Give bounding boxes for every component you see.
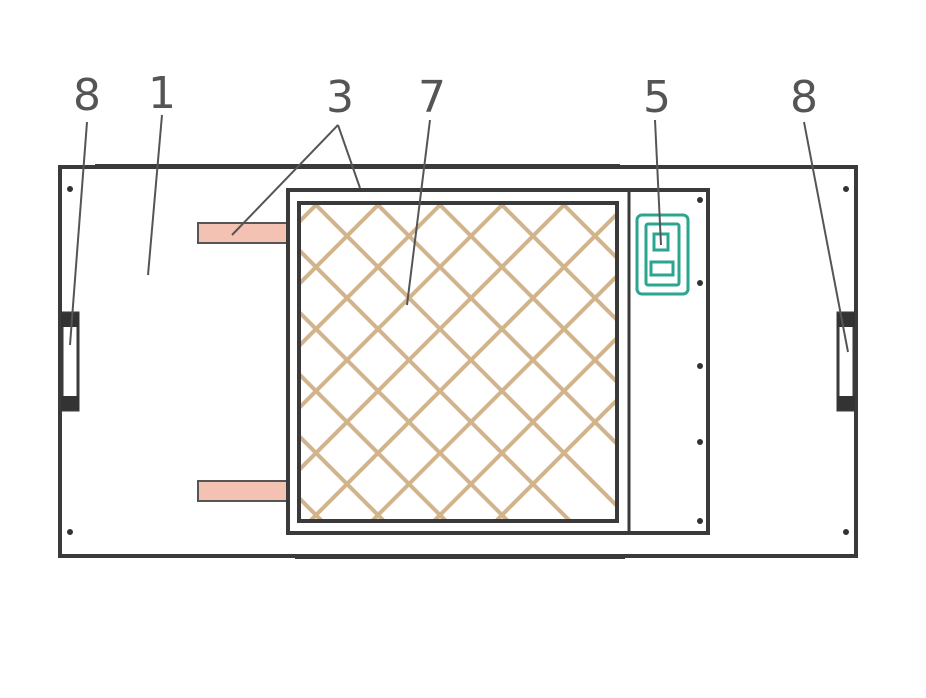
leader-rail-lower [337, 124, 361, 189]
callout-left-handle: 8 [73, 70, 101, 121]
leader-lines [69, 114, 849, 353]
mesh-line-up [0, 0, 220, 605]
inner-module-frame [286, 188, 710, 535]
right-handle [836, 311, 856, 412]
mesh-line-up [495, 399, 615, 519]
leader-right-handle [803, 121, 849, 353]
leader-housing [147, 114, 163, 276]
mesh-line-down [0, 0, 220, 605]
mesh-line-up [309, 213, 615, 519]
callout-housing: 1 [148, 68, 176, 119]
mesh-line-up [371, 275, 615, 519]
callout-right-handle: 8 [790, 72, 818, 123]
mesh-line-up [0, 0, 468, 605]
outer-housing [58, 164, 858, 559]
lower-rail [197, 480, 289, 502]
mesh-line-down [288, 0, 926, 605]
mesh-line-down [301, 249, 571, 519]
upper-rail [197, 222, 289, 244]
mesh-line-up [0, 0, 282, 605]
left-handle [60, 311, 80, 412]
mesh-line-down [313, 205, 615, 507]
leader-left-handle [69, 121, 88, 346]
leader-filter [406, 119, 431, 306]
leader-switch [654, 119, 662, 246]
mesh-line-up [301, 205, 319, 223]
housing-screw-holes [67, 186, 849, 535]
callout-rails: 3 [326, 72, 354, 123]
filter-panel [0, 0, 926, 605]
callout-switch: 5 [643, 72, 671, 123]
mesh-line-down [301, 435, 385, 519]
callout-filter: 7 [418, 72, 446, 123]
power-switch [635, 213, 690, 296]
mesh-line-down [301, 311, 509, 519]
mesh-line-down [0, 0, 282, 605]
mesh-line-down [301, 373, 447, 519]
panel-screw-holes [697, 197, 703, 524]
filter-mesh [0, 0, 926, 605]
leader-rail-upper [231, 124, 339, 236]
mesh-line-up [433, 337, 615, 519]
